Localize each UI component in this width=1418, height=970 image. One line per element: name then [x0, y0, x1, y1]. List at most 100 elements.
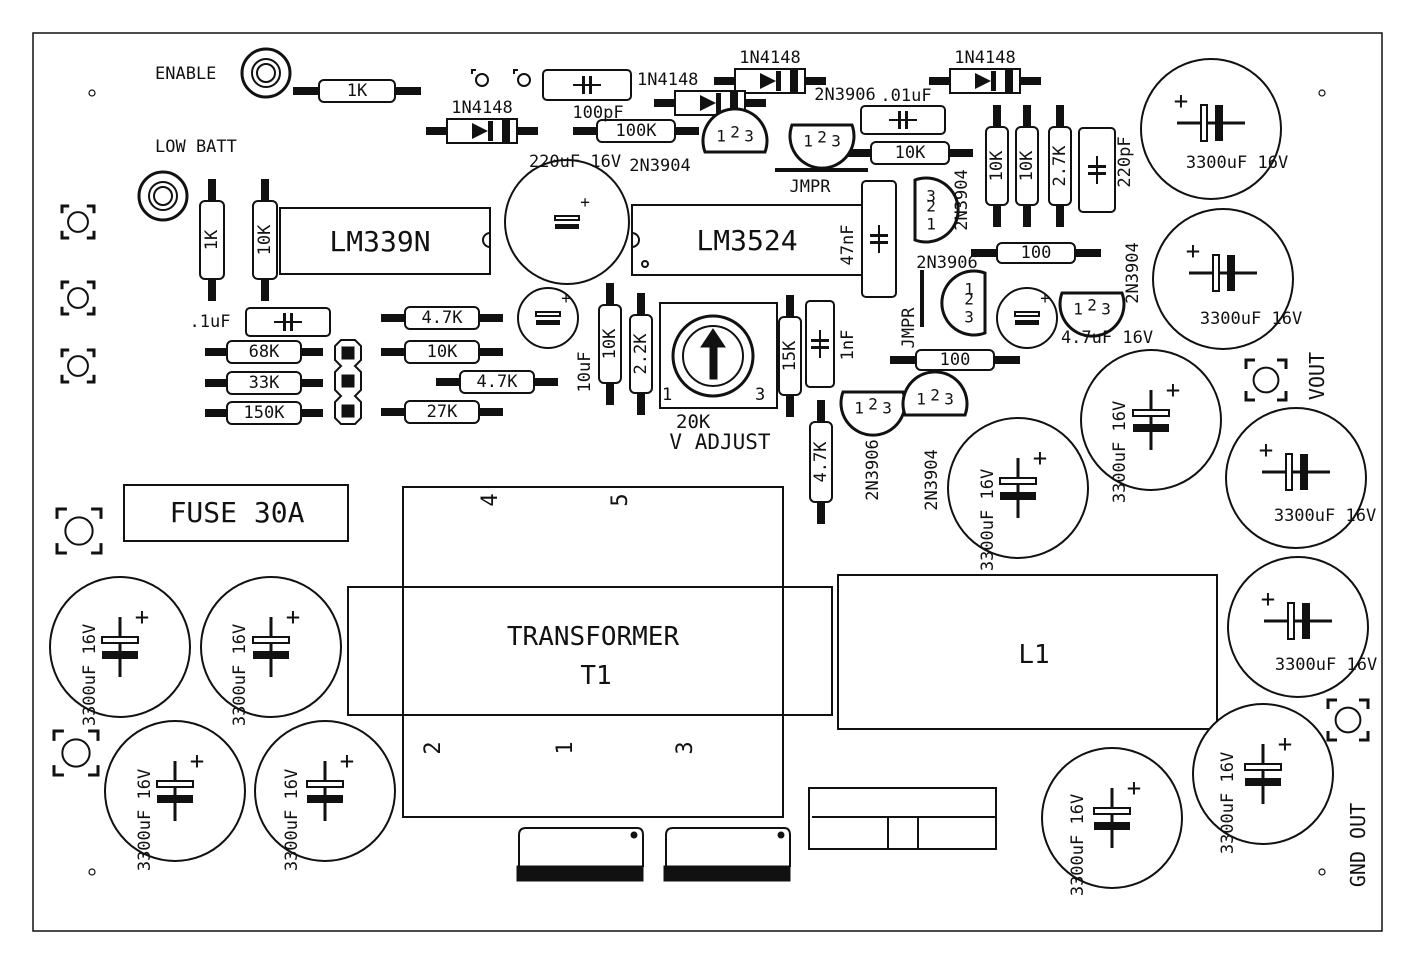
mount-pad [52, 729, 100, 777]
resistor: 2.7K [1048, 105, 1072, 227]
resistor: 10K [598, 283, 622, 405]
jumper-label: JMPR [899, 307, 919, 349]
trim-pot-v-adjust: 1 3 20K V ADJUST [659, 302, 778, 454]
transistor-pin-label: 2 [930, 386, 940, 405]
resistor-value-label: 33K [249, 373, 280, 393]
bulk-capacitor: +3300uF 16V [947, 417, 1089, 571]
capacitor-value-label: 3300uF 16V [1218, 752, 1238, 854]
resistor-value-label: 150K [244, 403, 286, 423]
electrolytic-capacitor: +10uF [517, 287, 595, 393]
jumper-label: JMPR [790, 177, 832, 197]
resistor: 15K [778, 295, 802, 417]
resistor-value-label: 1K [347, 81, 368, 101]
led-enable: ENABLE [155, 47, 292, 99]
resistor-value-label: 10K [1017, 150, 1037, 181]
mount-pad [60, 280, 96, 316]
polarity-plus: + [135, 603, 149, 631]
resistor-value-label: 10K [895, 143, 926, 163]
jumper: JMPR [775, 168, 868, 197]
mount-hole [88, 89, 96, 97]
polarity-plus: + [286, 603, 300, 631]
transistor-pin-label: 1 [854, 399, 864, 418]
bulk-capacitor: +3300uF 16V [1080, 349, 1222, 503]
transistor-type-label: 2N3904 [1123, 242, 1143, 303]
capacitor: 100pF [542, 69, 632, 123]
resistor: 100K [573, 119, 699, 143]
mount-pad [60, 204, 96, 240]
transformer-pin-5-label: 5 [608, 493, 633, 506]
bulk-capacitor: +3300uF 16V [1140, 58, 1288, 200]
resistor-value-label: 15K [780, 340, 800, 371]
resistor: 10K [252, 179, 278, 301]
lm3524-label: LM3524 [696, 224, 797, 257]
bulk-capacitor: +3300uF 16V [49, 576, 191, 726]
resistor-value-label: 1K [202, 229, 222, 250]
polarity-plus: + [340, 747, 354, 775]
resistor-value-label: 100K [616, 121, 658, 141]
resistor: 27K [381, 400, 503, 424]
resistor-value-label: 100 [1021, 243, 1052, 263]
transistor-pin-label: 2 [817, 128, 827, 147]
capacitor-value-label: 3300uF 16V [230, 624, 250, 726]
polarity-plus: + [1278, 730, 1292, 758]
transistor-pin-label: 1 [964, 280, 974, 299]
transistor-pin-label: 3 [1101, 300, 1111, 319]
ic-lm3524: LM3524 [631, 204, 863, 276]
transistor-pin-label: 3 [926, 187, 936, 206]
bulk-capacitor: +3300uF 16V [104, 720, 246, 871]
bulk-capacitor: +3300uF 16V [254, 720, 396, 871]
resistor: 10K [1015, 105, 1039, 227]
resistor-value-label: 68K [249, 342, 280, 362]
resistor: 33K [205, 371, 323, 395]
bulk-capacitor: +3300uF 16V [200, 576, 342, 726]
bulk-capacitor: +3300uF 16V [1152, 208, 1302, 350]
capacitor-value-label: 10uF [575, 352, 595, 393]
polarity-plus: + [1261, 585, 1275, 613]
fuse-outline: FUSE 30A [123, 484, 349, 542]
resistor-value-label: 4.7K [811, 441, 831, 483]
capacitor-value-label: .1uF [190, 312, 231, 332]
capacitor-value-label: 220pF [1115, 136, 1135, 187]
resistor: 1K [199, 179, 225, 301]
capacitor-value-label: 3300uF 16V [1200, 309, 1302, 329]
diode-label: 1N4148 [739, 48, 800, 68]
transistor-pin-label: 1 [926, 215, 936, 234]
diode: 1N4148 [426, 98, 538, 144]
polarity-plus: + [1040, 289, 1050, 308]
polarity-plus: + [1174, 87, 1188, 115]
capacitor-value-label: 1nF [838, 330, 858, 361]
transistor-pin-label: 3 [831, 132, 841, 151]
resistor-value-label: 100 [940, 350, 971, 370]
capacitor: .01uF [860, 86, 946, 135]
transistor-pin-label: 2 [730, 123, 740, 142]
transistor-pin-label: 1 [716, 127, 726, 146]
polarity-plus: + [190, 747, 204, 775]
resistor-value-label: 10K [255, 224, 275, 255]
transformer-ref-label: T1 [580, 661, 611, 691]
mount-pad [1326, 698, 1370, 742]
capacitor-value-label: 4.7uF 16V [1061, 328, 1153, 348]
capacitor-value-label: 3300uF 16V [282, 769, 302, 871]
transformer-pin-4-label: 4 [478, 493, 503, 506]
test-hole [471, 69, 489, 87]
transistor-type-label: 2N3904 [952, 169, 972, 230]
transistor-pin-label: 3 [882, 399, 892, 418]
diode: 1N4148 [637, 70, 766, 116]
fuse-label: FUSE 30A [170, 496, 305, 529]
resistor-value-label: 2.7K [1050, 145, 1070, 187]
capacitor: 1nF [805, 300, 858, 388]
polarity-plus: + [1166, 376, 1180, 404]
transistor-type-label: 2N3906 [916, 253, 977, 273]
transformer-pin-2-label: 2 [421, 741, 446, 754]
bulk-capacitor: +3300uF 16V [1225, 407, 1376, 549]
resistor: 10K [847, 141, 973, 165]
enable-label: ENABLE [155, 64, 216, 84]
capacitor-value-label: 100pF [572, 103, 623, 123]
vout-label: VOUT [1305, 352, 1329, 400]
transistor-type-label: 2N3904 [922, 449, 942, 510]
